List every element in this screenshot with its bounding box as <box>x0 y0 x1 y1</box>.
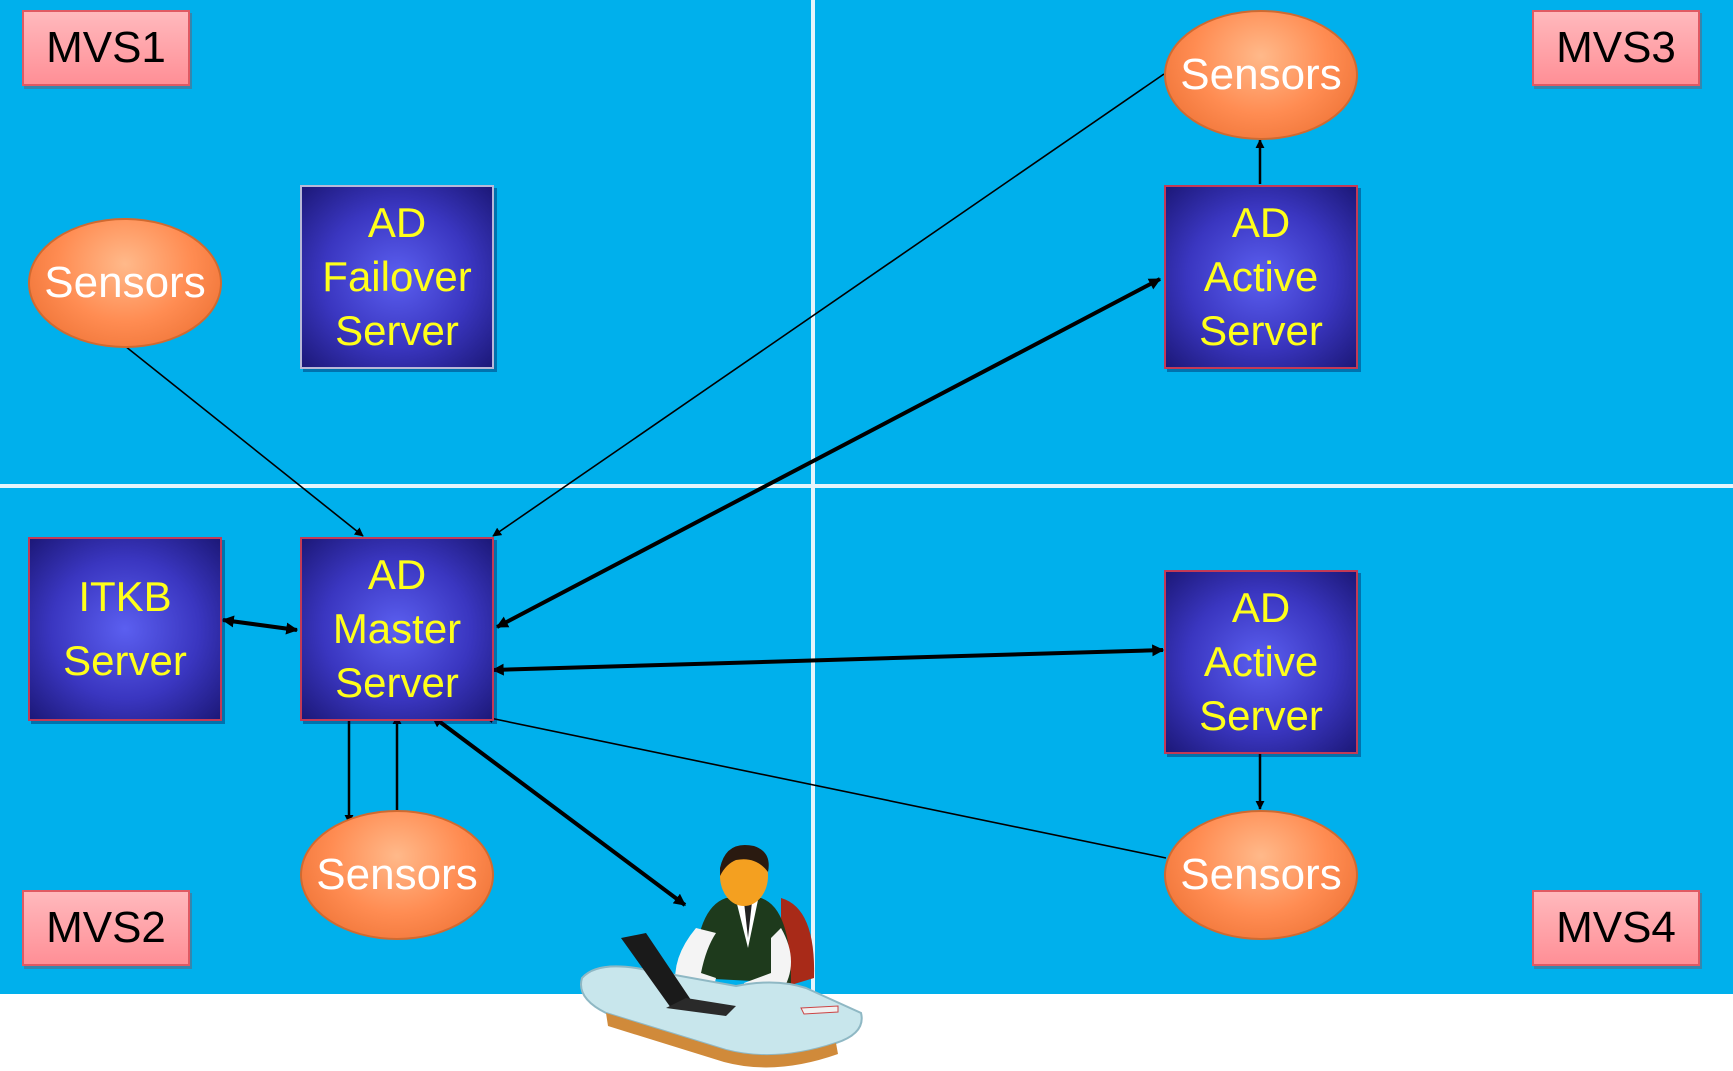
arrow-master-active-mvs3 <box>495 277 1162 629</box>
sensors-mvs4[interactable]: Sensors <box>1164 810 1358 940</box>
arrow-master-user <box>430 714 687 907</box>
zone-label-mvs3: MVS3 <box>1532 10 1700 86</box>
zone-label-mvs2: MVS2 <box>22 890 190 966</box>
ad-failover-server[interactable]: AD Failover Server <box>300 185 494 369</box>
server-label-line: Failover <box>322 253 472 300</box>
server-label-line: AD <box>367 199 427 246</box>
server-label-line: AD <box>1231 199 1291 246</box>
server-label-line: Server <box>63 637 187 684</box>
server-label-line: Server <box>1199 307 1323 354</box>
server-label-line: Server <box>335 307 459 354</box>
server-label-line: AD <box>367 551 427 598</box>
server-label-line: Active <box>1203 638 1319 685</box>
arrow-itkb-master <box>221 615 299 635</box>
arrow-master-active-mvs4 <box>491 644 1165 676</box>
server-label-line: Master <box>332 605 462 652</box>
server-label-line: Server <box>335 659 459 706</box>
server-label-line: Server <box>1199 692 1323 739</box>
sensors-mvs2[interactable]: Sensors <box>300 810 494 940</box>
zone-label-mvs4: MVS4 <box>1532 890 1700 966</box>
arrow-sensors-mvs4-to-master <box>484 714 1167 859</box>
sensors-mvs1[interactable]: Sensors <box>28 218 222 348</box>
server-label-line: AD <box>1231 584 1291 631</box>
zone-label-mvs1: MVS1 <box>22 10 190 86</box>
person-at-laptop-icon <box>580 844 863 1068</box>
ad-master-server[interactable]: AD Master Server <box>300 537 494 721</box>
ad-active-server-mvs4[interactable]: AD Active Server <box>1164 570 1358 754</box>
sensors-mvs3[interactable]: Sensors <box>1164 10 1358 140</box>
server-label-line: ITKB <box>78 573 172 620</box>
server-label-line: Active <box>1203 253 1319 300</box>
itkb-server[interactable]: ITKB Server <box>28 537 222 721</box>
arrow-sensors-mvs3-to-master <box>492 73 1165 537</box>
ad-active-server-mvs3[interactable]: AD Active Server <box>1164 185 1358 369</box>
arrow-sensors-mvs1-to-master <box>124 345 364 537</box>
